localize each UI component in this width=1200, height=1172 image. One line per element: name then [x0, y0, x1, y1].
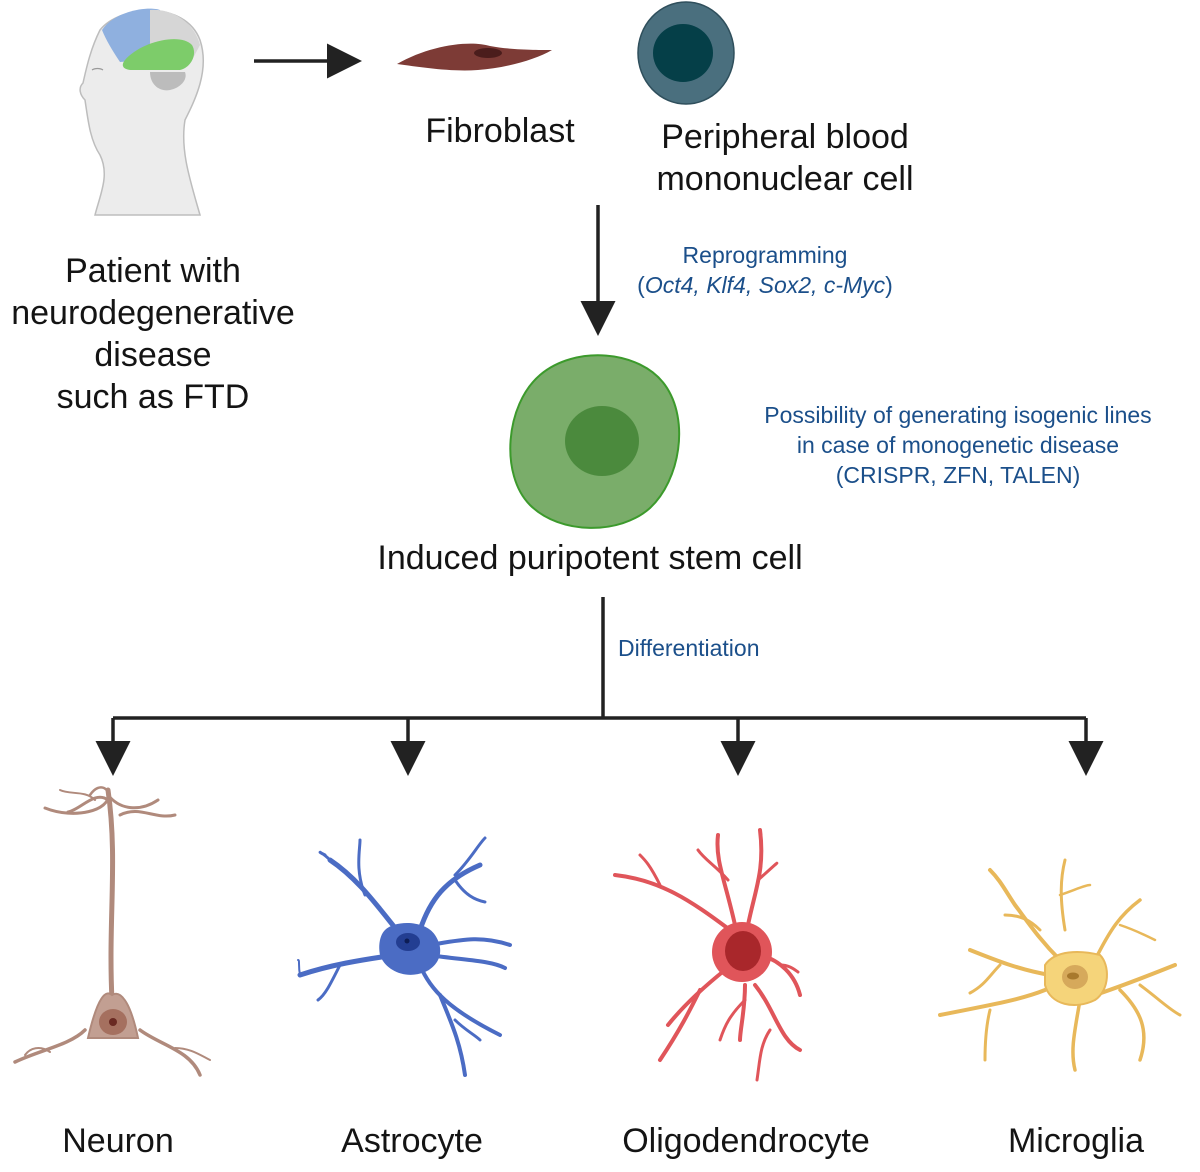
neuron-label: Neuron [62, 1122, 174, 1160]
patient-label-line: Patient with [65, 252, 241, 290]
isogenic-note-line: in case of monogenetic disease [796, 432, 1120, 458]
microglia-icon [938, 858, 1182, 1072]
fibroblast-icon [397, 43, 552, 71]
ipsc-icon [509, 354, 681, 529]
astrocyte-label: Astrocyte [341, 1122, 483, 1160]
patient-label-line: such as FTD [56, 378, 250, 416]
reprogramming-factors: (Oct4, Klf4, Sox2, c-Myc) [610, 270, 920, 300]
neuron-icon [13, 786, 211, 1077]
pbmc-label: Peripheral blood mononuclear cell [620, 116, 950, 200]
pbmc-label-line: mononuclear cell [656, 160, 914, 198]
reprogramming-title: Reprogramming [682, 242, 848, 268]
astrocyte-icon [297, 836, 512, 1077]
differentiation-label: Differentiation [618, 635, 760, 661]
fibroblast-label: Fibroblast [425, 112, 575, 150]
reprogramming-annotation: Reprogramming (Oct4, Klf4, Sox2, c-Myc) [610, 240, 920, 300]
patient-label: Patient with neurodegenerative disease s… [0, 250, 306, 418]
temporal-lobe-icon [122, 39, 195, 70]
oligodendrocyte-icon [613, 828, 802, 1082]
isogenic-note: Possibility of generating isogenic lines… [718, 400, 1198, 490]
paren-close: ) [885, 272, 893, 298]
reprogramming-factor-list: Oct4, Klf4, Sox2, c-Myc [644, 272, 886, 298]
patient-label-line: disease [94, 336, 212, 374]
patient-label-line: neurodegenerative [11, 294, 295, 332]
pbmc-label-line: Peripheral blood [661, 118, 909, 156]
ipsc-label: Induced puripotent stem cell [377, 539, 803, 577]
isogenic-note-line: (CRISPR, ZFN, TALEN) [835, 462, 1081, 488]
patient-head-icon [79, 8, 204, 216]
pbmc-icon [637, 1, 735, 105]
isogenic-note-line: Possibility of generating isogenic lines [764, 402, 1152, 428]
differentiation-tree [95, 597, 1104, 776]
microglia-label: Microglia [1007, 1122, 1145, 1160]
paren-open: ( [637, 272, 645, 298]
oligodendrocyte-label: Oligodendrocyte [622, 1122, 870, 1160]
